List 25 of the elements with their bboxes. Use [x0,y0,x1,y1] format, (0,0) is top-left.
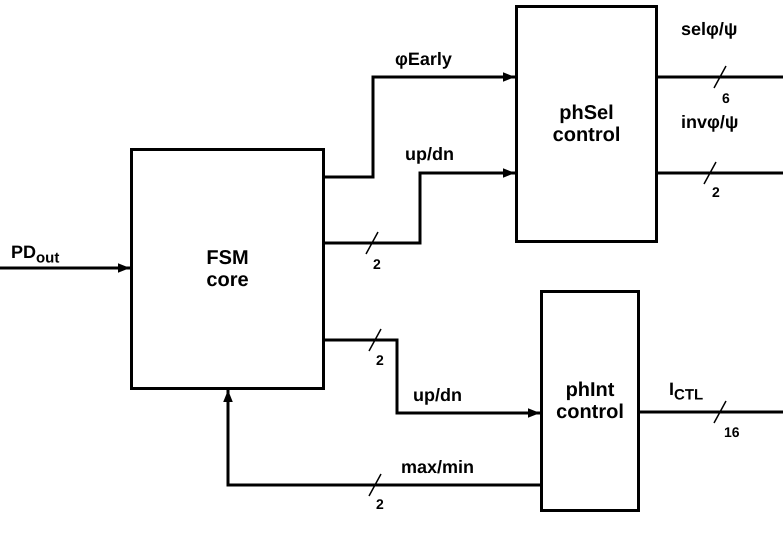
bus-width-label: 2 [712,185,720,199]
signal-label: φEarly [394,50,453,69]
signal-line [658,76,783,78]
bus-width-label: 2 [376,497,384,511]
signal-label: up/dn [412,386,463,405]
arrow [325,72,515,178]
signal-label: selφ/ψ [680,20,738,39]
signal-line [640,410,783,414]
bus-width-label: 2 [376,353,384,367]
bus-width-label: 2 [373,257,381,271]
arrow [223,390,540,486]
signal-label: up/dn [404,145,455,164]
block-box [540,290,640,512]
block-box [515,5,658,243]
bus-width-label: 16 [724,425,740,439]
block-label: phSel control [552,102,622,146]
arrow [325,168,515,244]
arrow [325,338,540,418]
signal-line [658,172,783,174]
signal-label: invφ/ψ [680,113,740,132]
block-box [130,148,325,390]
bus-width-label: 6 [722,91,730,105]
arrow [0,263,130,273]
block-label: phInt control [555,379,625,423]
block-label: FSM core [205,247,250,291]
